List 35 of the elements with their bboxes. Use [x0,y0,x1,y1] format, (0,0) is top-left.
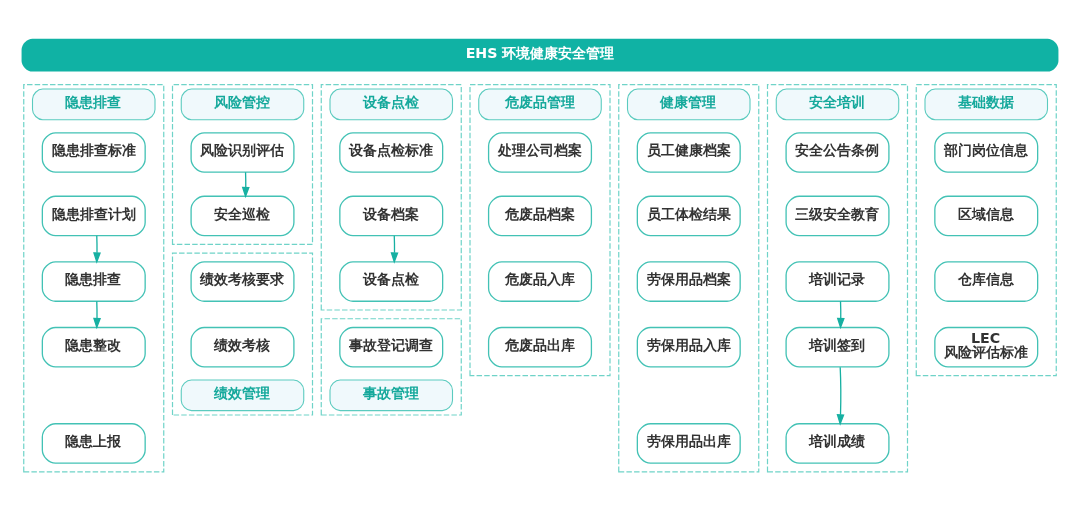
node-box: 员工体检结果 [636,195,741,236]
node-box: 隐患整改 [41,326,146,368]
node-box: 危废品入库 [487,260,593,302]
node-box: 风险识别评估 [190,131,295,173]
node-box: 设备档案 [339,195,444,236]
node-box: 设备点检标准 [339,131,444,173]
node-box: 处理公司档案 [487,131,593,173]
node-box: 培训成绩 [785,422,890,464]
node-box: 培训记录 [785,260,890,302]
node-box: 安全公告条例 [785,131,890,173]
node-box: 员工健康档案 [636,131,741,173]
node-box: 劳保用品出库 [636,422,741,464]
node-box: 三级安全教育 [785,195,890,236]
node-box: 危废品出库 [487,326,593,368]
node-box: 仓库信息 [934,260,1039,302]
node-box: 危废品档案 [487,195,593,236]
node-box: 隐患排查 [41,260,146,302]
node-box: 隐患上报 [41,422,146,464]
diagram-title: EHS 环境健康安全管理 [465,44,615,61]
node-box: 劳保用品档案 [636,260,741,302]
node-box: 绩效考核 [190,326,295,368]
node-box: 事故登记调查 [339,326,444,368]
node-box: 绩效考核要求 [190,260,295,302]
node-box: 安全巡检 [190,195,295,236]
arrow [93,300,101,329]
arrow [93,234,101,264]
node-box: 部门岗位信息 [934,131,1039,173]
node-box: LEC 风险评估标准 [934,326,1039,368]
arrow [836,366,845,426]
node-box: 劳保用品入库 [636,326,741,368]
node-box: 区域信息 [934,195,1039,236]
node-box: 隐患排查标准 [41,131,146,173]
node-box: 设备点检 [339,260,444,302]
node-box: 隐患排查计划 [41,195,146,236]
node-box: 培训签到 [785,326,890,368]
